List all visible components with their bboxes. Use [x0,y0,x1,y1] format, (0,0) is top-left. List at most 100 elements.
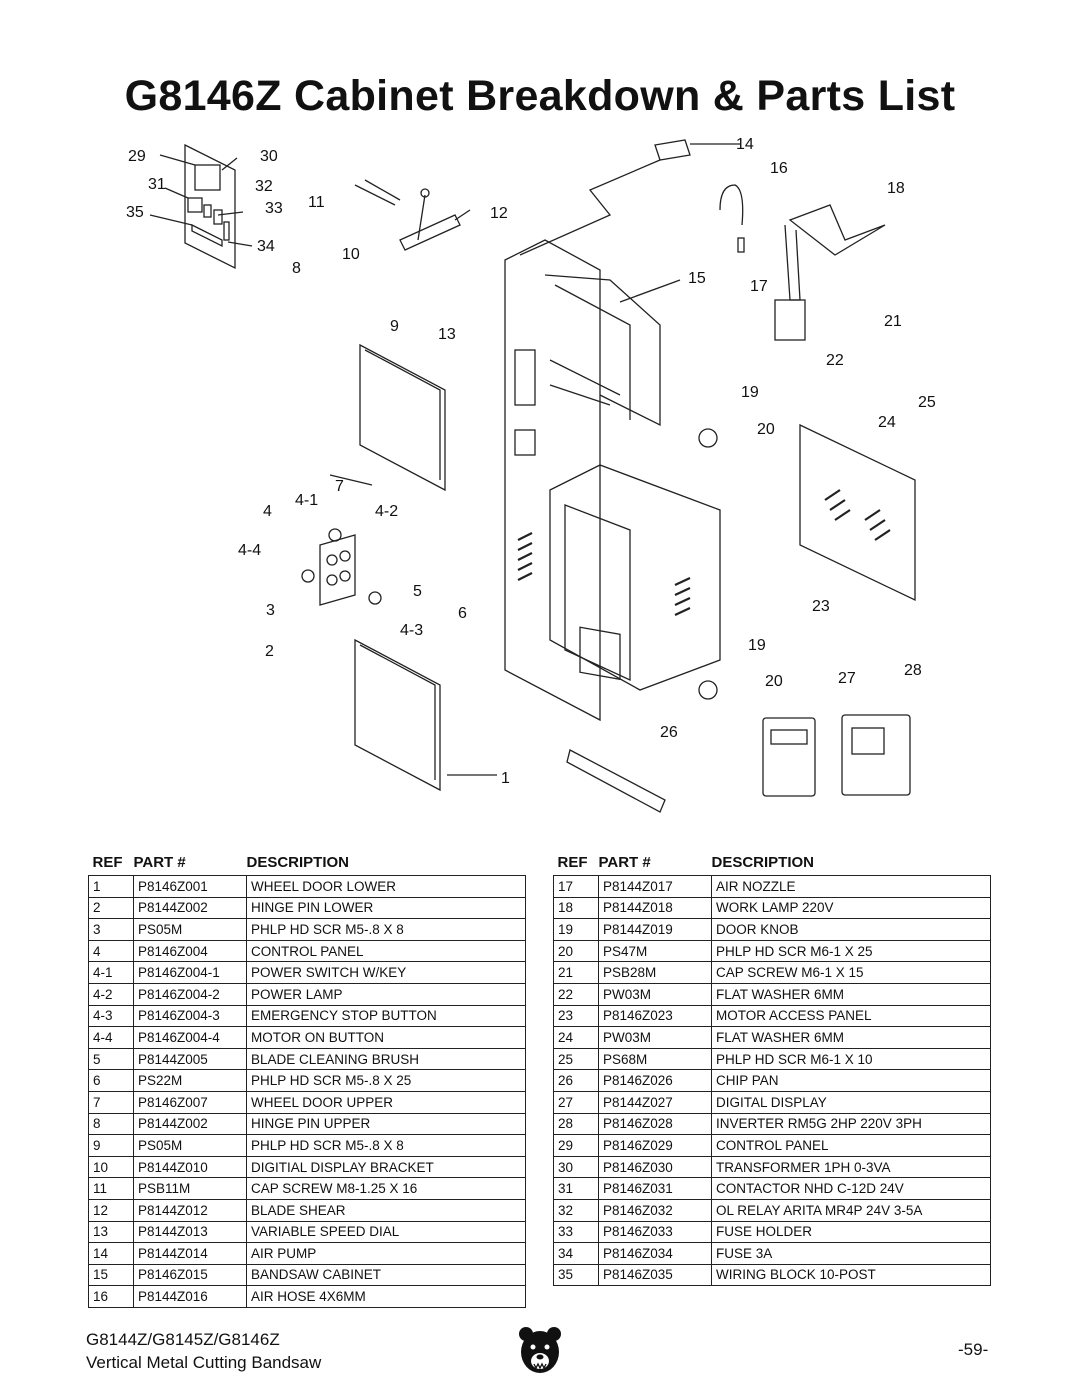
ref-cell: 23 [553,1004,599,1028]
ref-cell: 29 [553,1134,599,1157]
ref-cell: 19 [553,918,599,941]
callout: 6 [458,605,467,622]
description-cell: AIR PUMP [246,1242,526,1265]
part-number-cell: P8146Z007 [133,1090,247,1114]
ref-cell: 4 [88,939,134,963]
ref-cell: 16 [88,1285,134,1308]
part-number-cell: P8144Z017 [598,875,712,898]
description-cell: CAP SCREW M8-1.25 X 16 [246,1177,526,1200]
ref-cell: 25 [553,1047,599,1071]
ref-cell: 11 [88,1177,134,1200]
callout: 10 [342,246,360,263]
part-number-cell: PSB11M [133,1177,247,1200]
part-number-cell: PW03M [598,1026,712,1049]
ref-cell: 5 [88,1047,134,1071]
part-number-cell: P8144Z005 [133,1047,247,1071]
description-cell: FLAT WASHER 6MM [711,1026,991,1049]
callout: 22 [826,352,844,369]
ref-cell: 35 [553,1263,599,1287]
callout: 21 [884,313,902,330]
ref-cell: 13 [88,1220,134,1244]
part-header: PART # [598,853,651,871]
description-cell: PHLP HD SCR M5-.8 X 8 [246,918,526,941]
callout: 4 [263,503,272,520]
description-cell: OL RELAY ARITA MR4P 24V 3-5A [711,1198,991,1222]
description-cell: CAP SCREW M6-1 X 15 [711,961,991,984]
part-number-cell: P8144Z013 [133,1220,247,1244]
ref-cell: 10 [88,1155,134,1179]
callout: 19 [748,637,766,654]
description-cell: FUSE HOLDER [711,1220,991,1244]
description-cell: DOOR KNOB [711,918,991,941]
ref-cell: 20 [553,939,599,963]
callout: 2 [265,643,274,660]
part-number-cell: P8146Z034 [598,1242,712,1265]
callout: 14 [736,136,754,153]
callout: 32 [255,178,273,195]
callout: 13 [438,326,456,343]
ref-cell: 21 [553,961,599,984]
callout: 4-2 [375,503,399,520]
description-cell: PHLP HD SCR M5-.8 X 25 [246,1069,526,1092]
callout: 24 [878,414,896,431]
ref-cell: 4-1 [88,961,134,984]
description-cell: AIR NOZZLE [711,875,991,898]
description-cell: POWER SWITCH W/KEY [246,961,526,984]
description-cell: EMERGENCY STOP BUTTON [246,1004,526,1028]
callout: 27 [838,670,856,687]
callout: 33 [265,200,283,217]
ref-cell: 27 [553,1090,599,1114]
part-number-cell: PS05M [133,918,247,941]
ref-cell: 22 [553,982,599,1006]
ref-cell: 6 [88,1069,134,1092]
description-cell: WIRING BLOCK 10-POST [711,1263,991,1287]
ref-cell: 32 [553,1198,599,1222]
part-number-cell: PS22M [133,1069,247,1092]
callout: 28 [904,662,922,679]
part-number-cell: P8146Z004-2 [133,982,247,1006]
description-cell: POWER LAMP [246,982,526,1006]
callout: 31 [148,176,166,193]
ref-cell: 33 [553,1220,599,1244]
description-cell: CONTROL PANEL [711,1134,991,1157]
description-cell: PHLP HD SCR M5-.8 X 8 [246,1134,526,1157]
part-number-cell: P8146Z001 [133,875,247,898]
callout: 16 [770,160,788,177]
callout: 8 [292,260,301,277]
part-number-cell: P8146Z035 [598,1263,712,1287]
description-cell: BLADE SHEAR [246,1198,526,1222]
ref-cell: 30 [553,1155,599,1179]
footer-subtitle: Vertical Metal Cutting Bandsaw [86,1353,322,1372]
ref-cell: 4-3 [88,1004,134,1028]
description-cell: DIGITAL DISPLAY [711,1090,991,1114]
callout: 4-4 [238,542,262,559]
description-cell: BLADE CLEANING BRUSH [246,1047,526,1071]
ref-cell: 4-4 [88,1026,134,1049]
ref-cell: 9 [88,1134,134,1157]
part-number-cell: PS05M [133,1134,247,1157]
part-number-cell: P8146Z031 [598,1177,712,1200]
footer-models: G8144Z/G8145Z/G8146Z [86,1330,280,1349]
part-number-cell: P8146Z026 [598,1069,712,1092]
ref-cell: 31 [553,1177,599,1200]
part-number-cell: P8144Z019 [598,918,712,941]
